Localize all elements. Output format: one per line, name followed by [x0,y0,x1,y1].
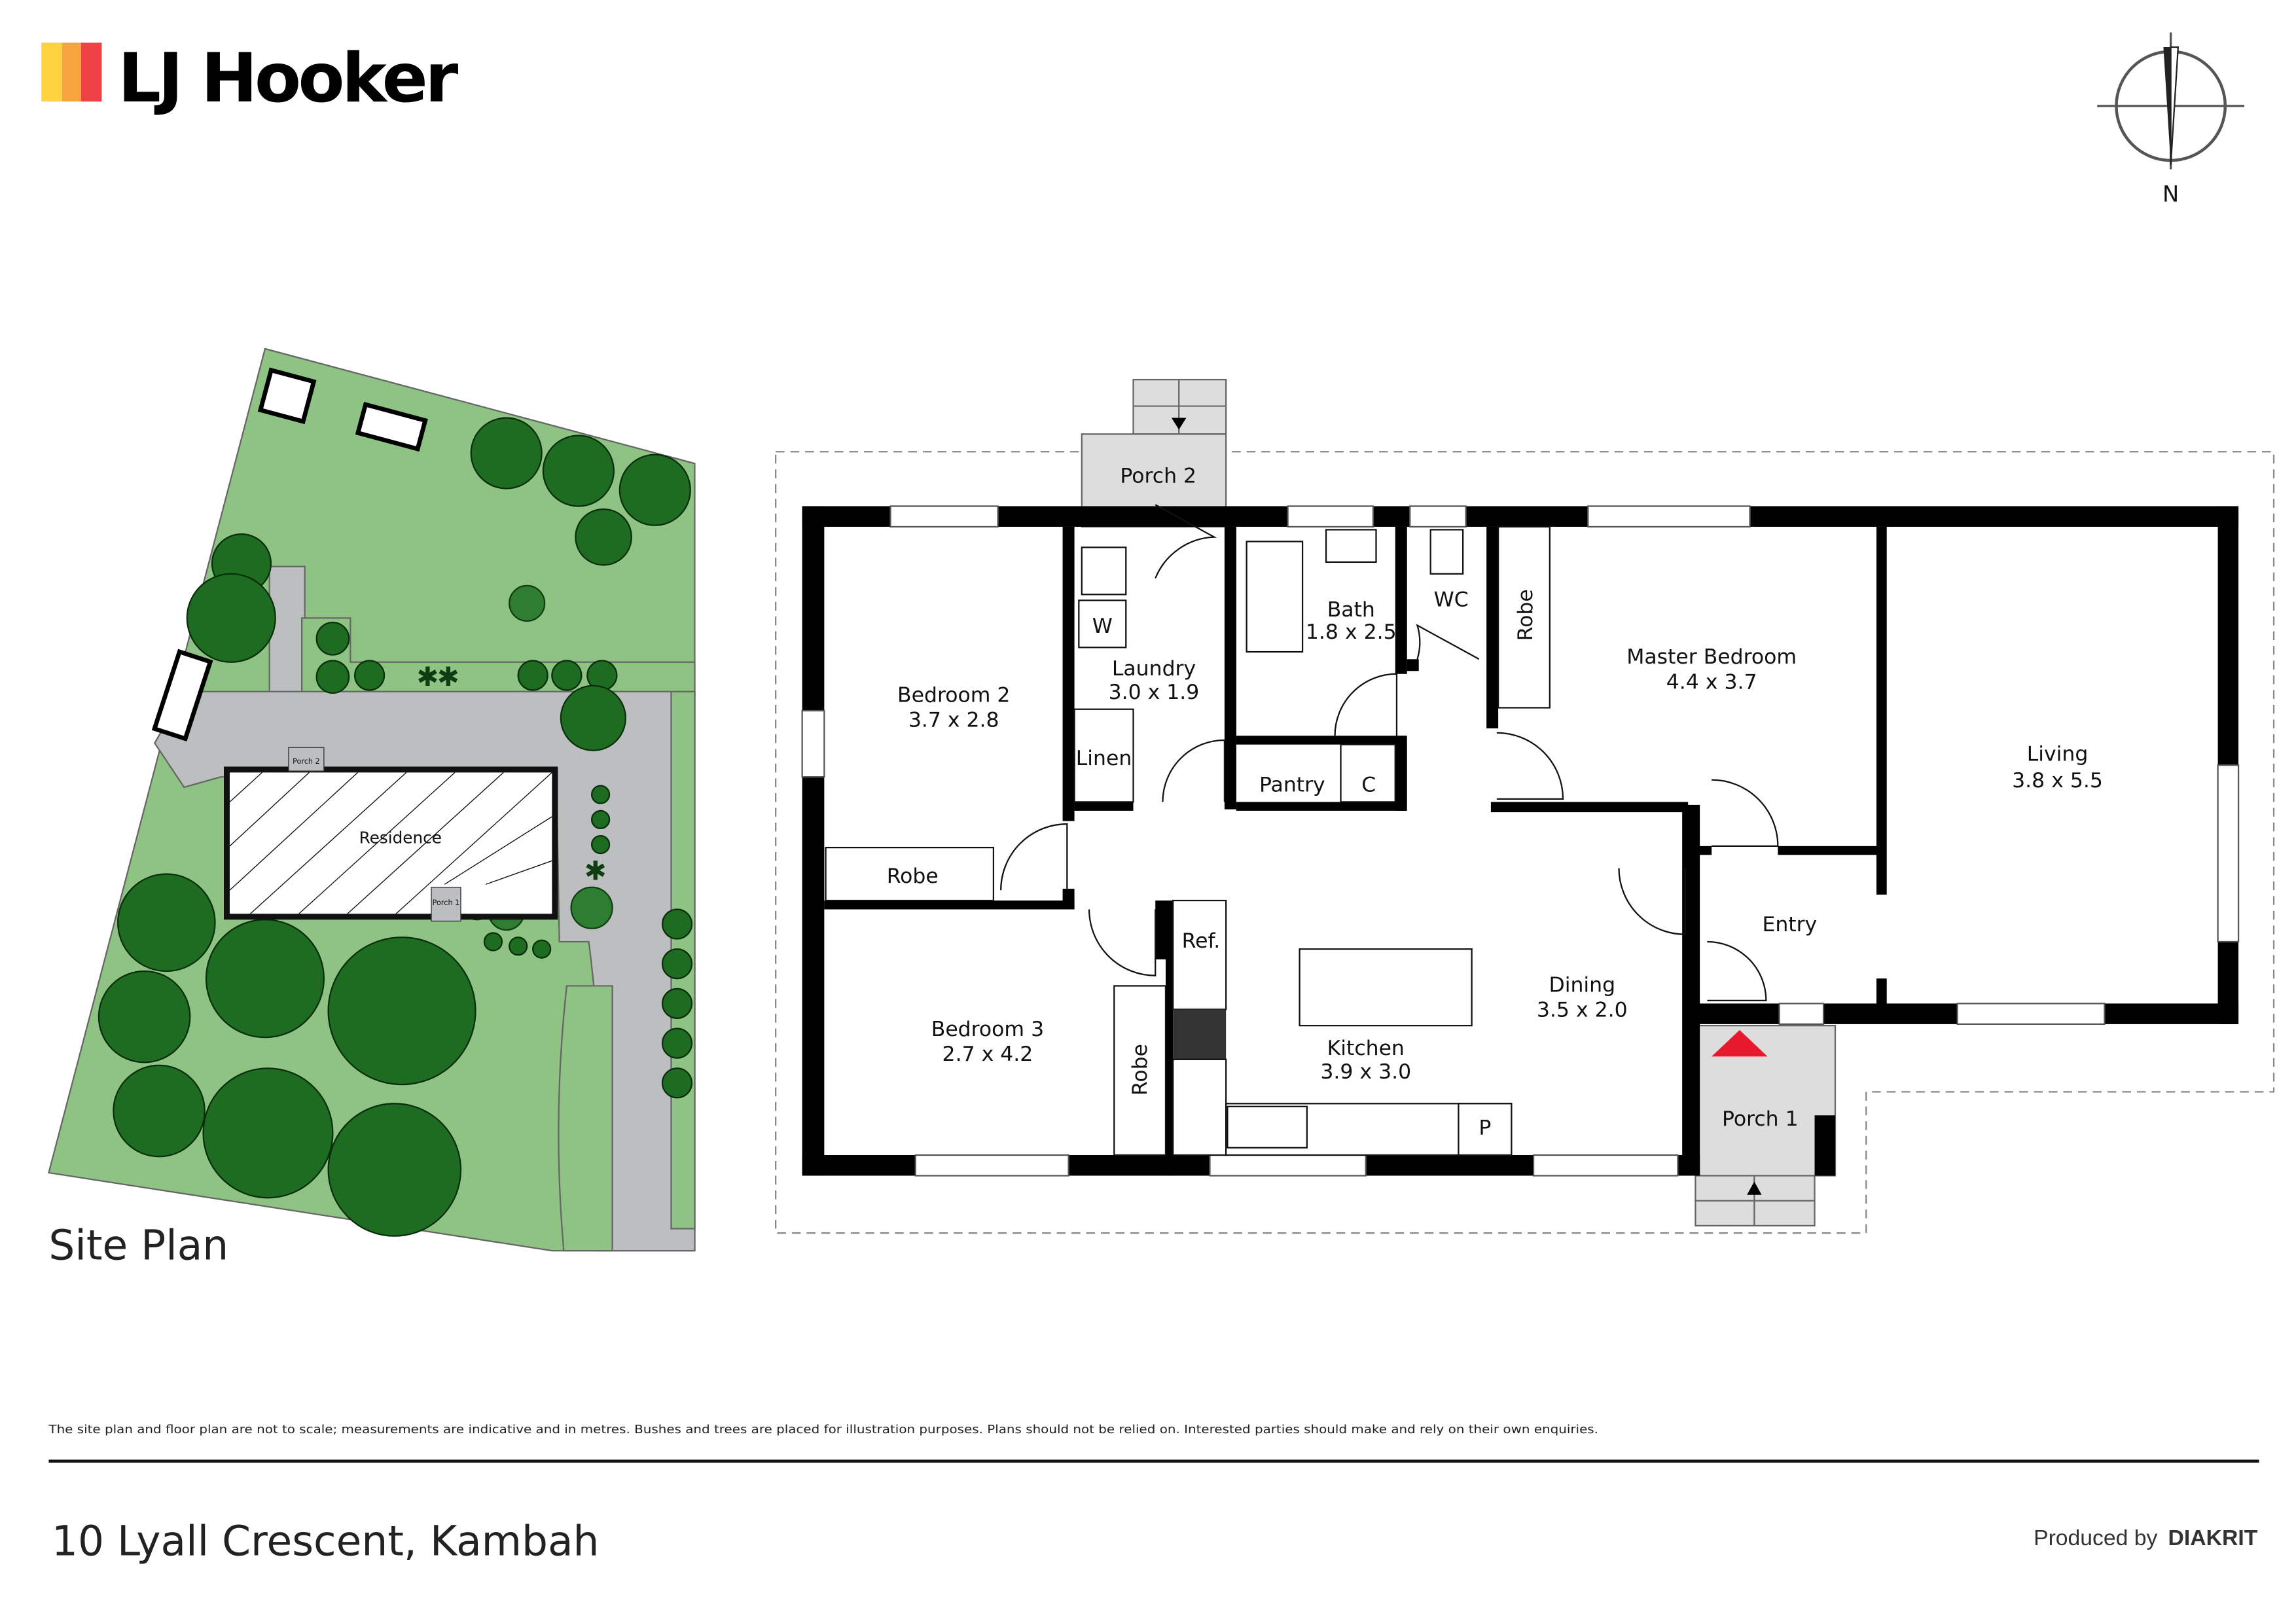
property-address: 10 Lyall Crescent, Kambah [52,1518,599,1565]
residence-label: Residence [359,828,442,847]
entry-marker-icon [1712,1029,1768,1057]
room-bath-size: 1.8 x 2.5 [1306,620,1397,644]
room-w: W [1092,615,1113,638]
shed-icons [151,367,428,742]
room-laundry: Laundry [1112,657,1196,681]
room-dining: Dining [1549,973,1615,997]
doors [1000,504,1779,1002]
site-plan: ✱ ✱ ✱ Porch 2 Porch 1 Residence Site Pla… [48,348,696,1270]
curved-bed [558,985,613,1252]
svg-text:✱: ✱ [437,661,459,692]
room-bath: Bath [1327,598,1375,622]
compass-north-label: N [2162,181,2179,207]
logo-stripe-red [81,43,102,102]
svg-text:✱: ✱ [584,855,607,887]
trees: ✱ ✱ ✱ [98,417,693,1237]
room-pantry-p: P [1479,1116,1491,1140]
room-bedroom-3: Bedroom 3 [931,1018,1044,1041]
room-bedroom-2-size: 3.7 x 2.8 [908,709,999,732]
porch-1 [1695,1025,1837,1177]
fixtures [825,526,1551,1156]
footer-divider [48,1459,2259,1463]
room-living: Living [2027,742,2089,766]
room-wc: WC [1434,588,1469,611]
residence [223,766,558,920]
room-pantry: Pantry [1259,774,1325,797]
path-strip [268,565,306,692]
diakrit-logo: DIAKRIT [2168,1525,2258,1550]
room-kitchen: Kitchen [1327,1037,1405,1060]
site-porch-1 [431,887,461,922]
room-linen: Linen [1076,747,1132,770]
room-living-size: 3.8 x 5.5 [2012,769,2103,793]
room-entry: Entry [1762,913,1817,936]
svg-text:✱: ✱ [417,661,439,692]
room-laundry-size: 3.0 x 1.9 [1109,681,1200,704]
room-porch-1: Porch 1 [1722,1107,1799,1131]
room-labels: Porch 2 Bedroom 2 3.7 x 2.8 Laundry 3.0 … [887,464,2103,1139]
logo-stripe-yellow [41,43,62,102]
room-cupboard: C [1361,774,1376,797]
room-master-bedroom-size: 4.4 x 3.7 [1666,670,1757,694]
residence-hatch [229,772,552,914]
site-porch-1-label: Porch 1 [433,899,460,907]
room-bedroom-3-size: 2.7 x 4.2 [942,1043,1033,1066]
disclaimer: The site plan and floor plan are not to … [48,1423,1598,1436]
room-robe-master: Robe [1514,589,1537,641]
room-robe-bed2: Robe [887,865,939,888]
produced-by-label: Produced by [2034,1525,2157,1550]
room-bedroom-2: Bedroom 2 [897,683,1010,707]
logo-text: LJ Hooker [118,39,458,118]
boundary-dashed [775,451,2275,1234]
room-kitchen-size: 3.9 x 3.0 [1320,1060,1411,1084]
floor-plan: Porch 2 Bedroom 2 3.7 x 2.8 Laundry 3.0 … [775,378,2275,1234]
room-ref: Ref. [1182,929,1221,953]
room-robe-bed3: Robe [1128,1044,1152,1096]
compass-icon: N [2097,32,2245,207]
logo-stripe-orange [62,43,81,102]
site-porch-2-label: Porch 2 [293,757,320,766]
room-dining-size: 3.5 x 2.0 [1537,999,1628,1022]
room-porch-2: Porch 2 [1120,464,1196,488]
lj-hooker-logo: LJ Hooker [41,39,461,118]
windows [801,505,2240,1177]
site-porch-2 [288,747,325,772]
room-master-bedroom: Master Bedroom [1626,645,1797,669]
site-plan-title: Site Plan [48,1222,228,1270]
